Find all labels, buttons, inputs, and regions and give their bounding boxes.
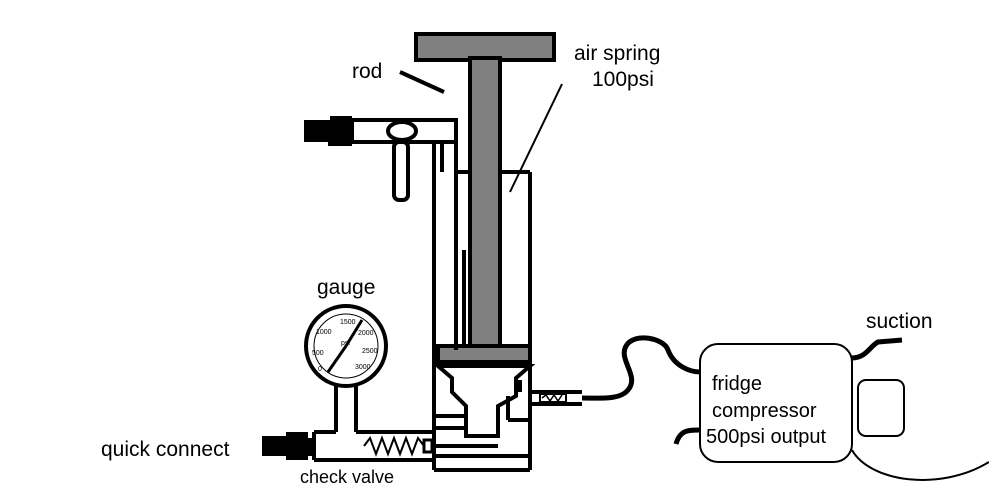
outlet-fitting — [530, 390, 582, 406]
gauge-tick-3000: 3000 — [355, 364, 371, 371]
gauge-tick-500: 500 — [312, 350, 324, 357]
air-spring-label-line2: 100psi — [592, 68, 654, 91]
top-quick-connect — [304, 116, 458, 202]
power-cord — [851, 449, 989, 481]
gauge-needle — [326, 345, 348, 373]
suction-line — [851, 337, 903, 361]
check-valve-label: check valve — [300, 467, 394, 487]
air-spring-leader — [509, 83, 563, 193]
pressure-gauge: psi 0 500 1000 1500 2000 2500 3000 — [304, 304, 388, 432]
gauge-label: gauge — [317, 276, 375, 299]
gauge-tick-1500: 1500 — [340, 319, 356, 326]
fridge-label-line2: compressor — [712, 400, 817, 422]
compressor-motor — [857, 379, 905, 437]
intake-stub — [673, 427, 701, 445]
suction-label: suction — [866, 310, 933, 333]
check-valve — [312, 430, 434, 462]
quick-connect-label: quick connect — [101, 438, 230, 461]
gauge-tick-2000: 2000 — [358, 330, 374, 337]
compressor-output-hose — [581, 335, 701, 401]
fridge-label-line1: fridge — [712, 373, 762, 395]
piston-head — [436, 344, 532, 364]
valve-block — [432, 364, 536, 458]
rod-shaft — [468, 56, 502, 352]
gauge-tick-1000: 1000 — [316, 329, 332, 336]
air-spring-label-line1: air spring — [574, 42, 660, 65]
gauge-unit: psi — [341, 340, 350, 347]
gauge-tick-0: 0 — [318, 366, 322, 373]
fridge-compressor: fridge compressor 500psi output — [673, 337, 989, 481]
bottom-quick-connect — [262, 432, 314, 460]
rod-label: rod — [352, 60, 382, 83]
rod-leader — [399, 70, 445, 94]
gauge-tick-2500: 2500 — [362, 348, 378, 355]
compressor-body — [699, 343, 853, 463]
rod — [414, 32, 556, 364]
fridge-label-line3: 500psi output — [706, 426, 827, 448]
